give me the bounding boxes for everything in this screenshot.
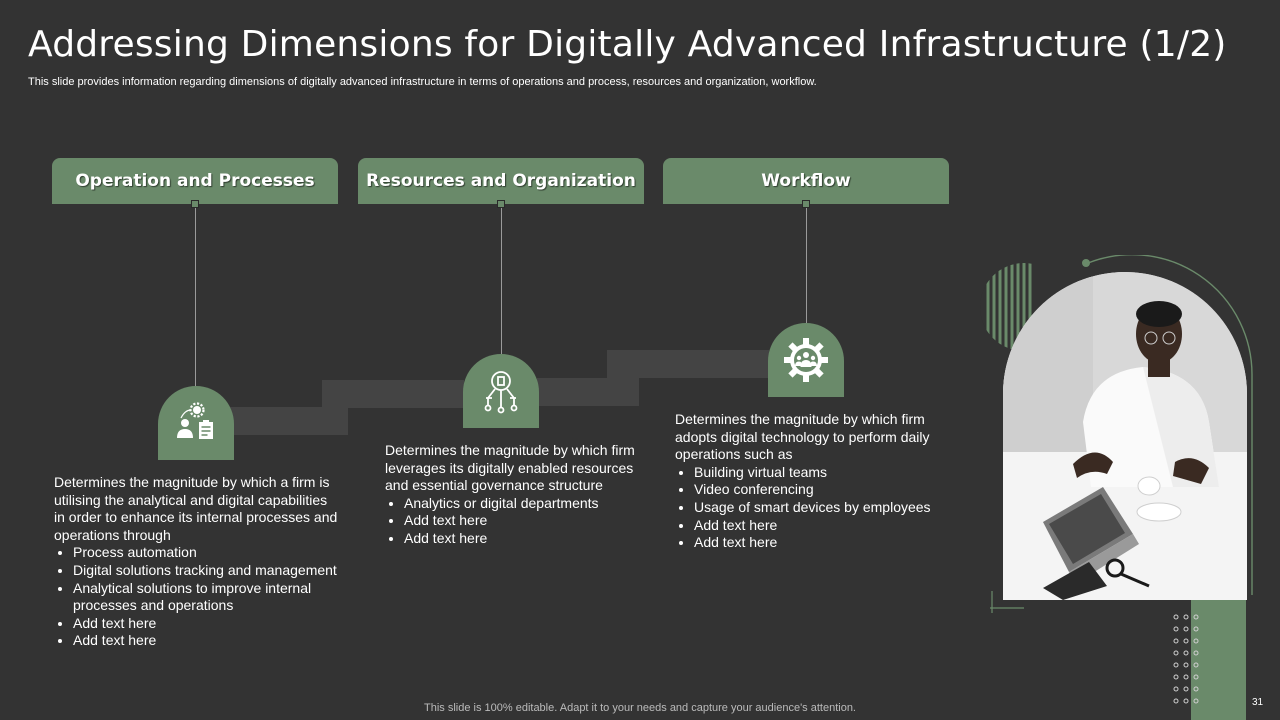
list-item: Process automation [73, 544, 339, 562]
gear-team-icon [784, 338, 828, 382]
arch-outline-decoration [1087, 255, 1253, 595]
list-item: Usage of smart devices by employees [694, 499, 955, 517]
stair-step-1 [230, 407, 348, 435]
description-resources: Determines the magnitude by which firm l… [385, 442, 635, 548]
bullet-list: Analytics or digital departments Add tex… [385, 495, 635, 548]
tab-operation-and-processes: Operation and Processes [52, 158, 338, 204]
dot-grid-decoration [1173, 614, 1199, 704]
description-intro: Determines the magnitude by which firm a… [675, 411, 930, 463]
user-gear-checklist-icon [177, 402, 213, 439]
person-photo [1003, 272, 1247, 600]
list-item: Add text here [694, 517, 955, 535]
list-item: Analytical solutions to improve internal… [73, 580, 339, 615]
slide-footer: This slide is 100% editable. Adapt it to… [424, 702, 856, 714]
list-item: Add text here [404, 530, 635, 548]
arch-resources [463, 354, 539, 428]
connector-line-3 [806, 204, 807, 324]
list-item: Add text here [73, 632, 339, 650]
stair-step-4 [607, 350, 769, 378]
description-workflow: Determines the magnitude by which firm a… [675, 411, 955, 552]
list-item: Video conferencing [694, 481, 955, 499]
green-bar-decoration [1191, 600, 1246, 720]
slide-subtitle: This slide provides information regardin… [28, 76, 817, 88]
tab-workflow: Workflow [663, 158, 949, 204]
list-item: Add text here [404, 512, 635, 530]
list-item: Add text here [73, 615, 339, 633]
connector-line-2 [501, 204, 502, 354]
stair-step-2 [322, 380, 464, 408]
tab-resources-and-organization: Resources and Organization [358, 158, 644, 204]
arch-outline-dot [1082, 259, 1090, 267]
connector-line-1 [195, 204, 196, 387]
list-item: Analytics or digital departments [404, 495, 635, 513]
person-with-laptop-illustration [1003, 272, 1247, 600]
bullet-list: Process automation Digital solutions tra… [54, 544, 339, 650]
description-operation: Determines the magnitude by which a firm… [54, 474, 339, 650]
slide-title: Addressing Dimensions for Digitally Adva… [28, 24, 1227, 65]
description-intro: Determines the magnitude by which firm l… [385, 442, 635, 494]
list-item: Digital solutions tracking and managemen… [73, 562, 339, 580]
connector-node-2 [497, 200, 505, 208]
arch-operation [158, 386, 234, 460]
connector-node-3 [802, 200, 810, 208]
bullet-list: Building virtual teams Video conferencin… [675, 464, 955, 552]
corner-cross-decoration [990, 591, 1024, 613]
description-intro: Determines the magnitude by which a firm… [54, 474, 338, 543]
list-item: Add text here [694, 534, 955, 552]
arch-workflow [768, 323, 844, 397]
page-number: 31 [1252, 697, 1264, 708]
connector-node-1 [191, 200, 199, 208]
circuit-network-icon [484, 371, 518, 414]
list-item: Building virtual teams [694, 464, 955, 482]
